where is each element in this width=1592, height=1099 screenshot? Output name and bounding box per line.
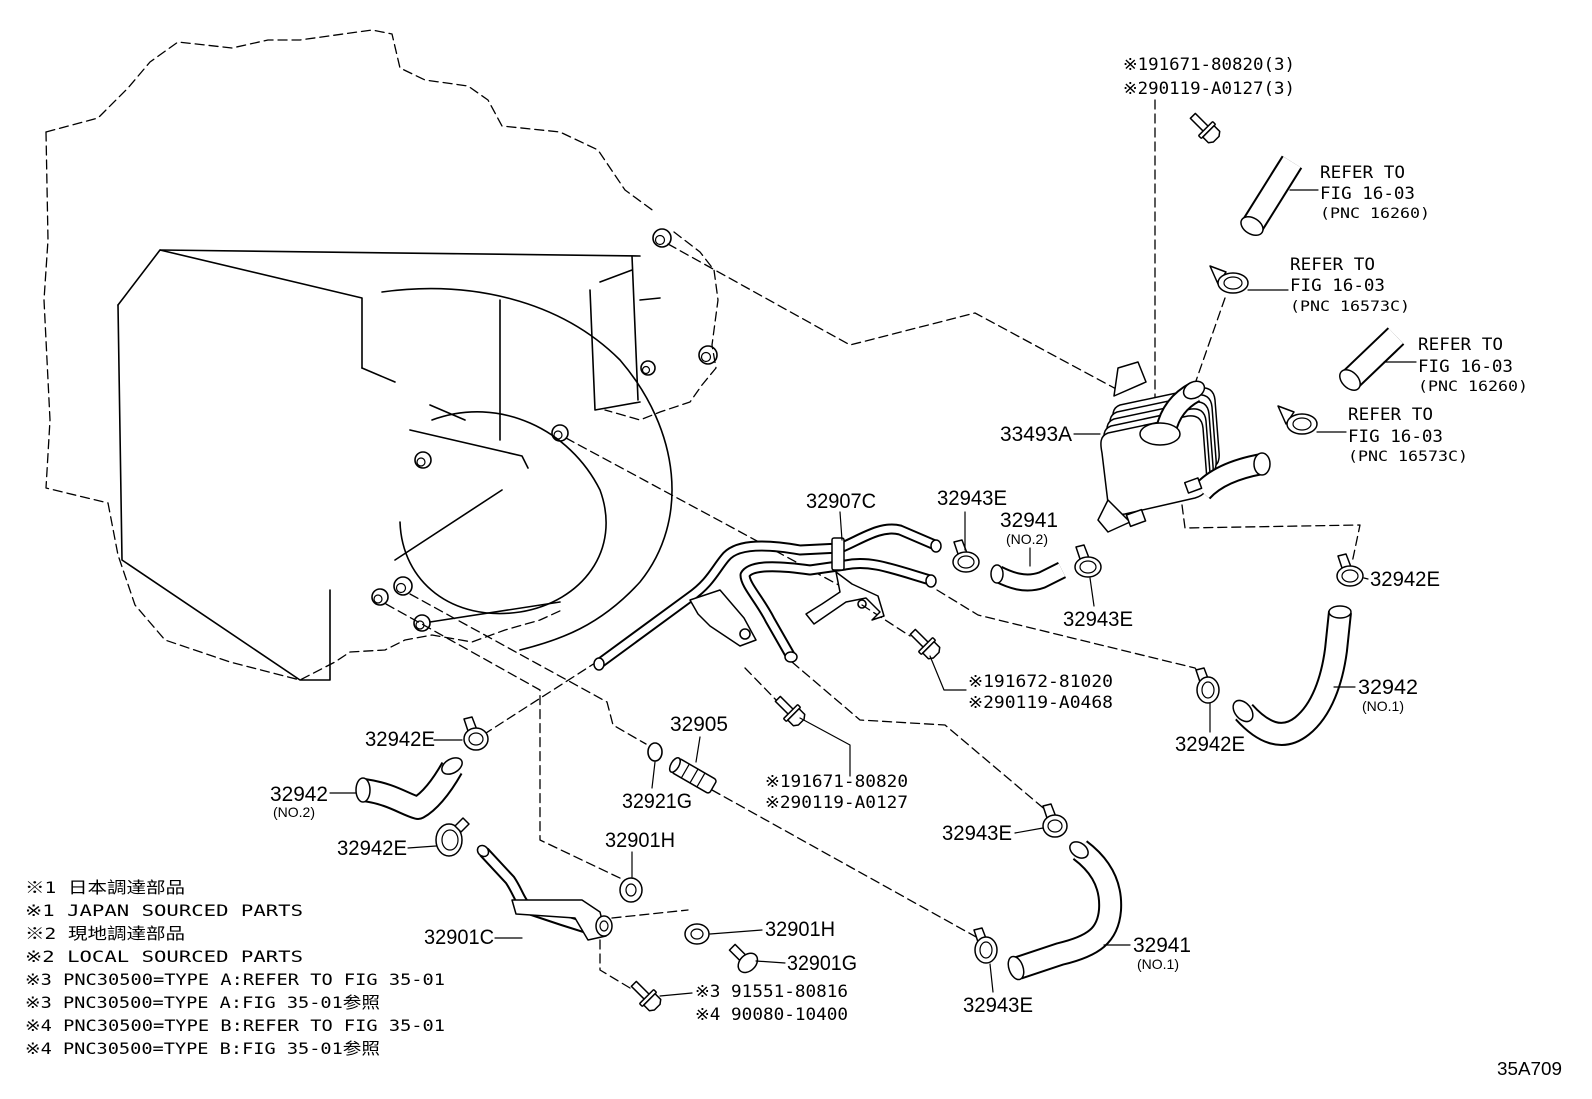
hose-clamp bbox=[435, 817, 470, 857]
part-callout[interactable]: 32943E bbox=[963, 994, 1033, 1017]
bolt-note-line1[interactable]: ※3 91551-80816 bbox=[695, 982, 848, 1002]
refer-note-line2[interactable]: FIG 16-03 bbox=[1348, 427, 1443, 447]
part-callout[interactable]: 32907C bbox=[806, 490, 876, 513]
bolt-note-line2[interactable]: ※4 90080-10400 bbox=[695, 1005, 848, 1025]
refer-note-line2[interactable]: FIG 16-03 bbox=[1418, 357, 1513, 377]
o-ring bbox=[647, 742, 663, 762]
bolt bbox=[1189, 112, 1221, 144]
part-callout[interactable]: 32901H bbox=[605, 829, 675, 852]
part-callout[interactable]: 32943E bbox=[942, 822, 1012, 845]
part-callout[interactable]: 32921G bbox=[622, 790, 692, 813]
refer-note-line3[interactable]: (PNC 16573C) bbox=[1348, 449, 1468, 465]
oil-pipe-32901c bbox=[476, 844, 613, 941]
refer-clamp bbox=[1277, 405, 1318, 435]
refer-tube bbox=[1339, 327, 1405, 391]
part-callout[interactable]: 32943E bbox=[937, 487, 1007, 510]
part-callout[interactable]: 32942E bbox=[337, 837, 407, 860]
legend-item: ※3 PNC30500=TYPE A:REFER TO FIG 35-01 bbox=[25, 970, 445, 989]
bolt-note-line1[interactable]: ※191672-81020 bbox=[968, 672, 1113, 692]
hose-clamp bbox=[1336, 553, 1364, 587]
bolt-note-line2[interactable]: ※290119-A0468 bbox=[968, 693, 1113, 713]
bolt-hole bbox=[414, 451, 432, 469]
refer-note-line1[interactable]: REFER TO bbox=[1320, 163, 1405, 183]
part-callout[interactable]: 32942E bbox=[365, 728, 435, 751]
part-callout-qualifier: (NO.1) bbox=[1362, 698, 1404, 714]
hose-clamp bbox=[1195, 667, 1220, 704]
legend-item: ※2 現地調達部品 bbox=[25, 924, 185, 943]
oil-cooler-hose-no1-lower bbox=[1007, 840, 1123, 981]
hose-clamp bbox=[1042, 803, 1068, 838]
legend-item: ※4 PNC30500=TYPE B:REFER TO FIG 35-01 bbox=[25, 1016, 445, 1035]
bolt-note-line1[interactable]: ※191671-80820 bbox=[765, 772, 908, 792]
hose-clamp bbox=[973, 927, 998, 964]
part-callout-qualifier: (NO.2) bbox=[1006, 531, 1048, 547]
oil-cooler bbox=[1097, 361, 1271, 533]
bolt-hole bbox=[393, 576, 413, 596]
bolt bbox=[728, 943, 759, 974]
part-callout-qualifier: (NO.2) bbox=[273, 804, 315, 820]
oil-cooler-hose-no1 bbox=[1232, 605, 1352, 746]
bolt-hole bbox=[371, 588, 389, 606]
part-callout[interactable]: 32901H bbox=[765, 918, 835, 941]
hose-clamp bbox=[952, 539, 980, 573]
bolt-hole bbox=[640, 360, 656, 376]
part-callout[interactable]: 33493A bbox=[1000, 423, 1072, 446]
oil-cooler-pipe-assembly bbox=[593, 523, 942, 671]
bolt bbox=[909, 628, 941, 660]
part-callout[interactable]: 32901C bbox=[424, 926, 494, 949]
bolt bbox=[630, 980, 662, 1012]
refer-note-line2[interactable]: FIG 16-03 bbox=[1290, 276, 1385, 296]
washer bbox=[684, 923, 710, 945]
leader-lines bbox=[329, 189, 1417, 997]
oil-cooler-hose-no2-left bbox=[355, 757, 463, 820]
refer-note-line3[interactable]: (PNC 16573C) bbox=[1290, 299, 1410, 315]
part-callout[interactable]: 32901G bbox=[787, 952, 857, 975]
bolt-note-line1[interactable]: ※191671-80820(3) bbox=[1123, 55, 1295, 75]
bolt-hole bbox=[652, 228, 672, 248]
refer-tube bbox=[1240, 155, 1303, 237]
bolt-hole bbox=[698, 345, 718, 365]
legend-item: ※1 JAPAN SOURCED PARTS bbox=[25, 901, 303, 920]
refer-clamp bbox=[1209, 265, 1249, 294]
refer-note-line1[interactable]: REFER TO bbox=[1290, 255, 1375, 275]
part-callout[interactable]: 32943E bbox=[1063, 608, 1133, 631]
refer-note-line2[interactable]: FIG 16-03 bbox=[1320, 184, 1415, 204]
refer-note-line3[interactable]: (PNC 16260) bbox=[1320, 206, 1430, 222]
refer-note-line1[interactable]: REFER TO bbox=[1418, 335, 1503, 355]
refer-note-line1[interactable]: REFER TO bbox=[1348, 405, 1433, 425]
bolt-note-line2[interactable]: ※290119-A0127 bbox=[765, 793, 908, 813]
part-callout[interactable]: 32942E bbox=[1175, 733, 1245, 756]
part-callout[interactable]: 32942 bbox=[1358, 676, 1418, 699]
refer-note-line3[interactable]: (PNC 16260) bbox=[1418, 379, 1528, 395]
hose-clamp bbox=[1074, 544, 1102, 578]
bolt-hole bbox=[551, 424, 569, 442]
legend-item: ※1 日本調達部品 bbox=[25, 878, 185, 897]
bolt-note-line2[interactable]: ※290119-A0127(3) bbox=[1123, 79, 1295, 99]
part-callout[interactable]: 32941 bbox=[1000, 509, 1058, 532]
part-callout[interactable]: 32941 bbox=[1133, 934, 1191, 957]
oil-cooler-hose-no2 bbox=[990, 561, 1067, 592]
transmission-housing bbox=[43, 29, 719, 681]
legend-item: ※4 PNC30500=TYPE B:FIG 35-01参照 bbox=[25, 1039, 380, 1058]
drawing-id: 35A709 bbox=[1497, 1059, 1562, 1079]
legend-item: ※3 PNC30500=TYPE A:FIG 35-01参照 bbox=[25, 993, 380, 1012]
part-callout-qualifier: (NO.1) bbox=[1137, 956, 1179, 972]
bolt bbox=[774, 695, 806, 727]
legend: ※1 日本調達部品 ※1 JAPAN SOURCED PARTS ※2 現地調達… bbox=[25, 878, 445, 1058]
part-callout[interactable]: 32905 bbox=[670, 713, 728, 736]
hose-clamp bbox=[463, 716, 489, 751]
part-callout[interactable]: 32942E bbox=[1370, 568, 1440, 591]
legend-item: ※2 LOCAL SOURCED PARTS bbox=[25, 947, 303, 966]
part-callout[interactable]: 32942 bbox=[270, 783, 328, 806]
washer bbox=[619, 877, 643, 903]
union-fitting bbox=[668, 757, 717, 794]
